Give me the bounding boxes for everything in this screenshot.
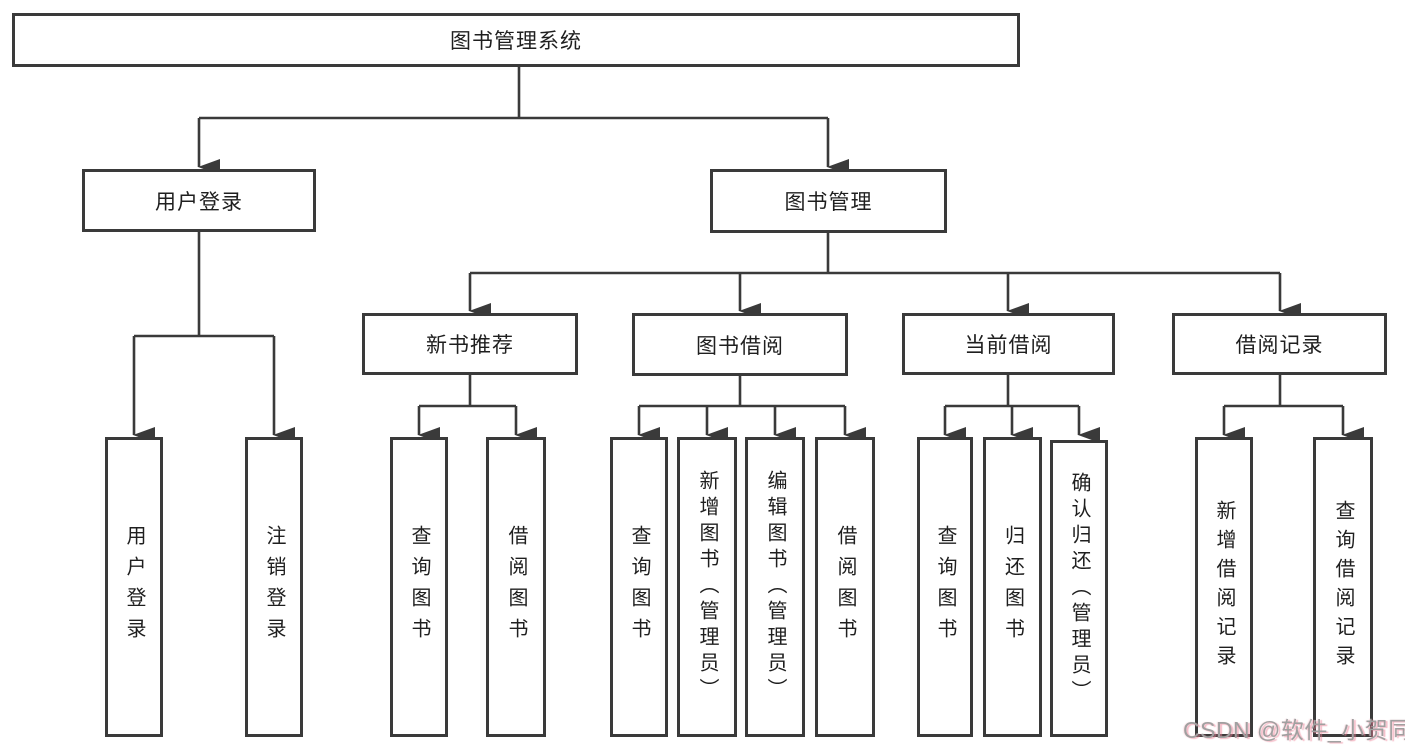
- node-book-borrow: 图书借阅: [632, 313, 848, 376]
- node-leaf-user-login-label: 用户登录: [123, 525, 145, 649]
- node-borrow-records: 借阅记录: [1172, 313, 1387, 375]
- node-leaf-cb-query-books-label: 查询图书: [934, 525, 956, 649]
- node-leaf-bb-borrow-books: 借阅图书: [815, 437, 875, 737]
- node-borrow-records-label: 借阅记录: [1235, 334, 1324, 357]
- node-leaf-br-add-record-label: 新增借阅记录: [1213, 500, 1235, 674]
- node-leaf-nb-query-books: 查询图书: [390, 437, 448, 737]
- node-leaf-cb-confirm-return-admin-label: 确认归还（管理员）: [1068, 471, 1090, 706]
- node-leaf-cb-return-books: 归还图书: [983, 437, 1042, 737]
- node-leaf-logout-label: 注销登录: [263, 525, 285, 649]
- node-leaf-br-add-record: 新增借阅记录: [1195, 437, 1253, 737]
- node-leaf-br-query-record-label: 查询借阅记录: [1332, 500, 1354, 674]
- node-user-login-label: 用户登录: [155, 190, 243, 214]
- node-leaf-user-login: 用户登录: [105, 437, 163, 737]
- node-book-borrow-label: 图书借阅: [696, 334, 784, 358]
- node-leaf-bb-query-books-label: 查询图书: [628, 525, 650, 649]
- csdn-watermark: CSDN @软件_小贺同学: [1183, 717, 1405, 743]
- node-new-book-rec-label: 新书推荐: [426, 334, 514, 357]
- node-leaf-bb-add-books-admin: 新增图书（管理员）: [677, 437, 737, 737]
- node-leaf-bb-edit-books-admin: 编辑图书（管理员）: [745, 437, 805, 737]
- node-leaf-bb-borrow-books-label: 借阅图书: [834, 525, 856, 649]
- node-book-mgmt: 图书管理: [710, 169, 947, 233]
- node-leaf-cb-confirm-return-admin: 确认归还（管理员）: [1050, 440, 1108, 737]
- node-leaf-bb-add-books-admin-label: 新增图书（管理员）: [696, 470, 718, 704]
- node-leaf-nb-query-books-label: 查询图书: [408, 525, 430, 649]
- node-new-book-rec: 新书推荐: [362, 313, 578, 375]
- node-leaf-bb-query-books: 查询图书: [610, 437, 668, 737]
- node-leaf-bb-edit-books-admin-label: 编辑图书（管理员）: [764, 470, 786, 704]
- node-leaf-cb-query-books: 查询图书: [917, 437, 973, 737]
- node-current-borrow: 当前借阅: [902, 313, 1115, 375]
- node-leaf-br-query-record: 查询借阅记录: [1313, 437, 1373, 737]
- node-leaf-nb-borrow-books: 借阅图书: [486, 437, 546, 737]
- node-book-mgmt-label: 图书管理: [784, 191, 873, 214]
- node-user-login: 用户登录: [82, 169, 316, 232]
- node-leaf-logout: 注销登录: [245, 437, 303, 737]
- node-root: 图书管理系统: [12, 13, 1020, 67]
- node-leaf-cb-return-books-label: 归还图书: [1001, 525, 1024, 649]
- node-current-borrow-label: 当前借阅: [964, 334, 1053, 357]
- node-leaf-nb-borrow-books-label: 借阅图书: [505, 525, 527, 649]
- node-root-label: 图书管理系统: [450, 30, 582, 53]
